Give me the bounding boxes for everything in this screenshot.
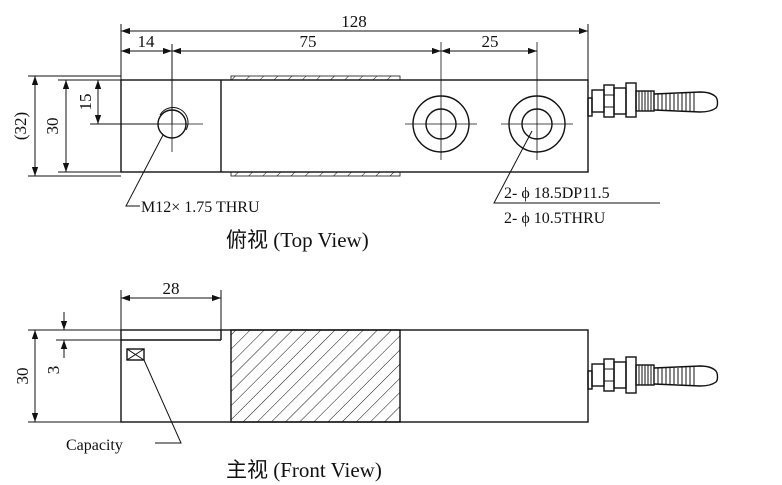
top-view-gauge-band-bottom [230,171,401,177]
dim-width: 30 [43,118,62,135]
dim-front-step: 3 [44,366,63,375]
front-view: Capacity 28 30 3 主视 (Front [13,279,719,482]
mount-hole-label-2: 2- ϕ 10.5THRU [504,210,606,227]
mount-hole-label-1: 2- ϕ 18.5DP11.5 [504,185,610,202]
dim-hole-offset: 14 [138,32,156,51]
thread-hole-label: M12× 1.75 THRU [141,199,260,216]
front-view-caption: 主视 (Front View) [226,458,382,482]
top-view: 128 14 75 25 (32) 30 15 M12× 1.75 THRU 2… [11,12,719,252]
top-view-gauge-band-top [230,75,401,81]
cable-gland-top [587,82,719,118]
thread-hole-leader [125,134,164,207]
cable-gland-front [587,356,719,394]
mount-hole-leader [493,130,660,204]
dim-front-height: 30 [13,368,32,385]
dim-mount-spacing: 25 [482,32,499,51]
dim-hole-center: 15 [76,94,95,111]
capacity-marker-icon [126,348,145,361]
front-view-gauge-area [230,329,401,423]
mounting-hole-1 [405,42,477,160]
dim-width-overall: (32) [11,112,30,140]
capacity-leader [143,359,182,444]
dim-total-length: 128 [341,12,367,31]
dim-hole-spacing: 75 [300,32,317,51]
mounting-hole-2 [501,42,573,160]
dim-front-length: 28 [163,279,180,298]
capacity-label: Capacity [66,437,123,454]
top-view-caption: 俯视 (Top View) [226,228,369,252]
